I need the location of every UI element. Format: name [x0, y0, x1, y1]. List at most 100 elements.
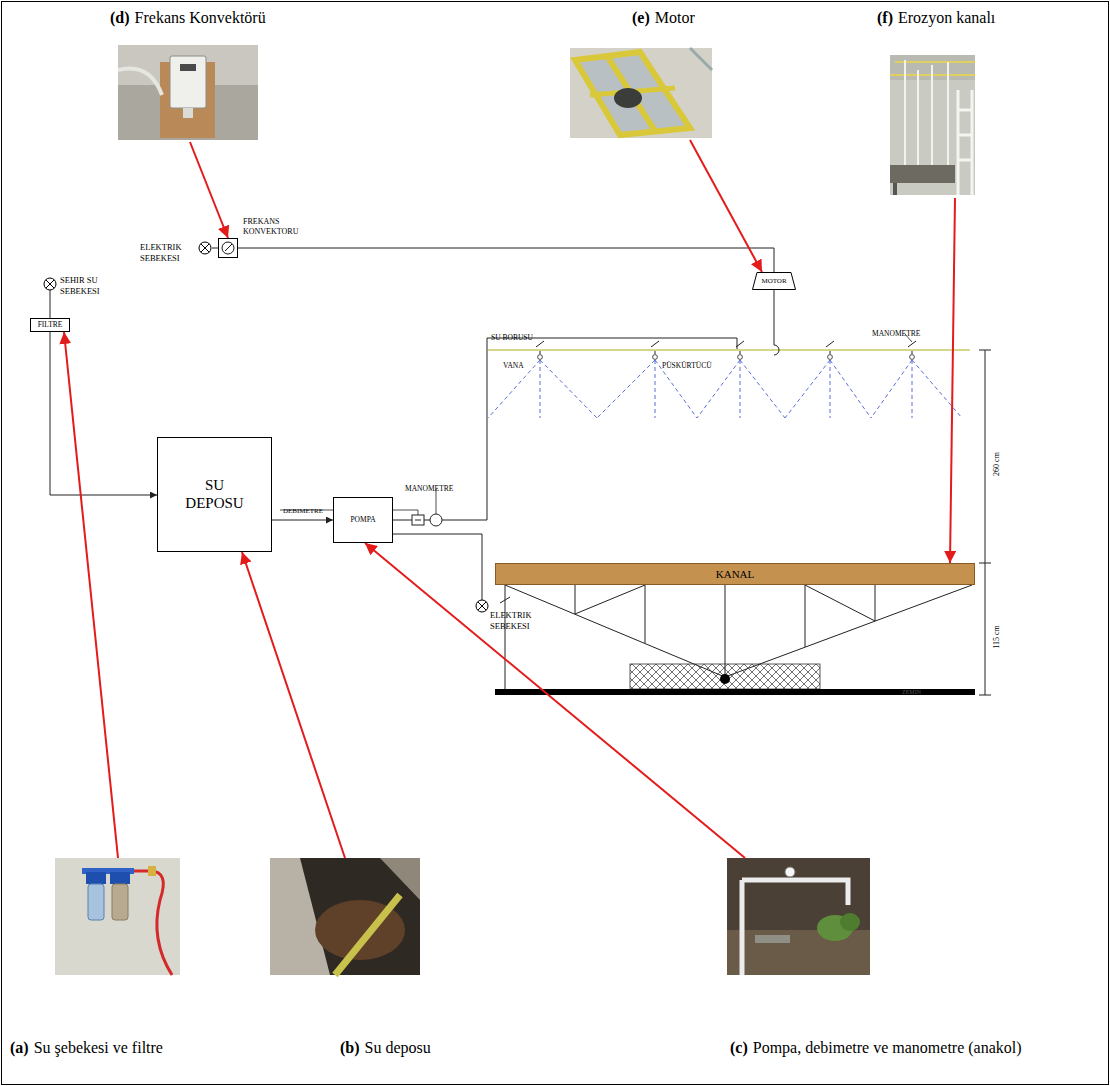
label-holder: 260 cm	[997, 456, 1021, 474]
connection-line	[272, 520, 333, 521]
motor-box: MOTOR	[752, 272, 796, 290]
photo-cable-box	[183, 108, 193, 118]
photo-background	[55, 858, 180, 975]
caption-letter: (d)	[110, 8, 130, 28]
frequency-converter-box: FREKANS KONVEKTORU	[218, 238, 238, 258]
node-label: ELEKTRIK SEBEKESI	[140, 242, 196, 264]
photo-pipe	[690, 48, 712, 70]
label-holder: PÜSKÜRTÜCÜ	[662, 354, 712, 372]
label-holder: MANOMETRE	[405, 477, 453, 495]
node-text: KANAL	[716, 568, 755, 581]
supply-circle	[44, 278, 56, 290]
photo-ladder	[958, 90, 972, 195]
photo-motor	[614, 88, 642, 108]
photo-filter-bowl	[112, 884, 128, 920]
photo-erosion-channel: (f)Erozyon kanalı	[870, 8, 1015, 198]
photo-pump: (c) Pompa, debimetre ve manometre (anakol…	[727, 858, 1102, 1060]
water-supply-symbol: SEHIR SU SEBEKESI	[42, 272, 116, 302]
callout-arrow	[190, 142, 228, 238]
node-text: POMPA	[350, 516, 375, 525]
supply-circle	[476, 600, 488, 612]
supply-cross	[46, 280, 54, 288]
converter-needle	[225, 244, 232, 251]
supply-cross	[201, 244, 209, 252]
label-holder: SU BORUSU	[491, 326, 533, 344]
converter-symbol	[219, 239, 237, 257]
node-label: ELEKTRIK SEBEKESI	[490, 610, 544, 632]
callout-arrow	[690, 140, 762, 272]
power-supply-symbol: ELEKTRIK SEBEKESI	[140, 238, 212, 264]
manometer-symbol	[430, 514, 442, 526]
connection-line	[393, 534, 482, 600]
caption-letter: (c)	[730, 1038, 748, 1058]
node-text: MOTOR	[761, 277, 786, 285]
ground-label: ZEMIN	[902, 689, 921, 696]
photo-caption: (e) Motor	[632, 8, 695, 28]
label-holder: ZEMIN	[902, 680, 921, 698]
label-holder: DEBIMETRE	[283, 499, 323, 517]
photo-background	[570, 48, 712, 138]
caption-text: Erozyon kanalı	[898, 8, 995, 28]
caption-text: Su şebekesi ve filtre	[34, 1038, 163, 1058]
caption-text: Frekans Konvektörü	[135, 8, 266, 28]
power-supply-symbol: ELEKTRIK SEBEKESI	[474, 598, 548, 638]
sprayer-stem	[540, 351, 912, 354]
caption-letter: (e)	[632, 8, 650, 28]
channel-truss	[505, 585, 972, 689]
flowmeter-symbol	[412, 515, 424, 525]
caption-letter: (b)	[340, 1038, 360, 1058]
adjust-mark	[500, 597, 510, 603]
photo-caption: (c) Pompa, debimetre ve manometre (anakol…	[730, 1038, 1022, 1058]
sprayer-nozzle	[538, 355, 543, 360]
photo-background	[890, 55, 975, 195]
supply-cross	[478, 602, 486, 610]
caption-text: Motor	[655, 8, 695, 28]
dimension-label: 260 cm	[993, 452, 1002, 476]
sprayer-nozzle	[653, 355, 658, 360]
photo-poles	[905, 60, 948, 180]
label-holder: MANOMETRE	[872, 322, 920, 340]
label-holder: VANA	[503, 354, 524, 372]
node-text: FILTRE	[38, 321, 63, 330]
caption-text: Pompa, debimetre ve manometre (anakol)	[753, 1038, 1022, 1058]
photo-frequency-converter: (d)Frekans Konvektörü	[105, 8, 320, 142]
photo-water-tank: (b)Su deposu	[270, 858, 545, 1060]
photo-channel	[890, 165, 955, 183]
photo-display	[180, 64, 196, 71]
sprayer-bar	[488, 349, 970, 351]
photo-background	[270, 858, 420, 975]
callout-arrow	[64, 332, 118, 858]
photo-gauge	[785, 867, 795, 877]
caption-text: Su deposu	[365, 1038, 431, 1058]
pivot-point	[720, 674, 730, 684]
node-label: FREKANS KONVEKTORU	[243, 217, 305, 237]
callout-arrow	[950, 198, 955, 563]
converter-dial	[222, 242, 234, 254]
water-tank-box: SU DEPOSU	[157, 437, 272, 552]
photo-filter-cap	[110, 872, 130, 884]
photo-pump-motor	[840, 913, 860, 931]
sprayer-nozzle	[910, 355, 915, 360]
photo-caption: (d)Frekans Konvektörü	[110, 8, 266, 28]
photo-cable	[118, 68, 162, 95]
photo-caption: (a)Su şebekesi ve filtre	[10, 1038, 163, 1058]
photo-caption: (f)Erozyon kanalı	[877, 8, 995, 28]
supply-circle	[199, 242, 211, 254]
support-block	[630, 664, 820, 689]
photo-hose	[134, 871, 172, 975]
valve-symbol	[536, 341, 916, 347]
sprayer-nozzle	[828, 355, 833, 360]
photo-motor: (e) Motor	[570, 8, 715, 140]
photo-filter-bowl	[88, 884, 104, 920]
photo-flowmeter	[755, 935, 790, 943]
pipe-label: SU BORUSU	[491, 334, 533, 342]
sprayer-label: PÜSKÜRTÜCÜ	[662, 362, 712, 370]
sprayer-nozzle	[738, 355, 743, 360]
water-pipe	[393, 338, 737, 520]
dimension-line	[979, 350, 991, 695]
manometer-label: MANOMETRE	[405, 485, 453, 493]
channel-bar: KANAL	[495, 563, 975, 585]
drive-line	[774, 290, 779, 355]
